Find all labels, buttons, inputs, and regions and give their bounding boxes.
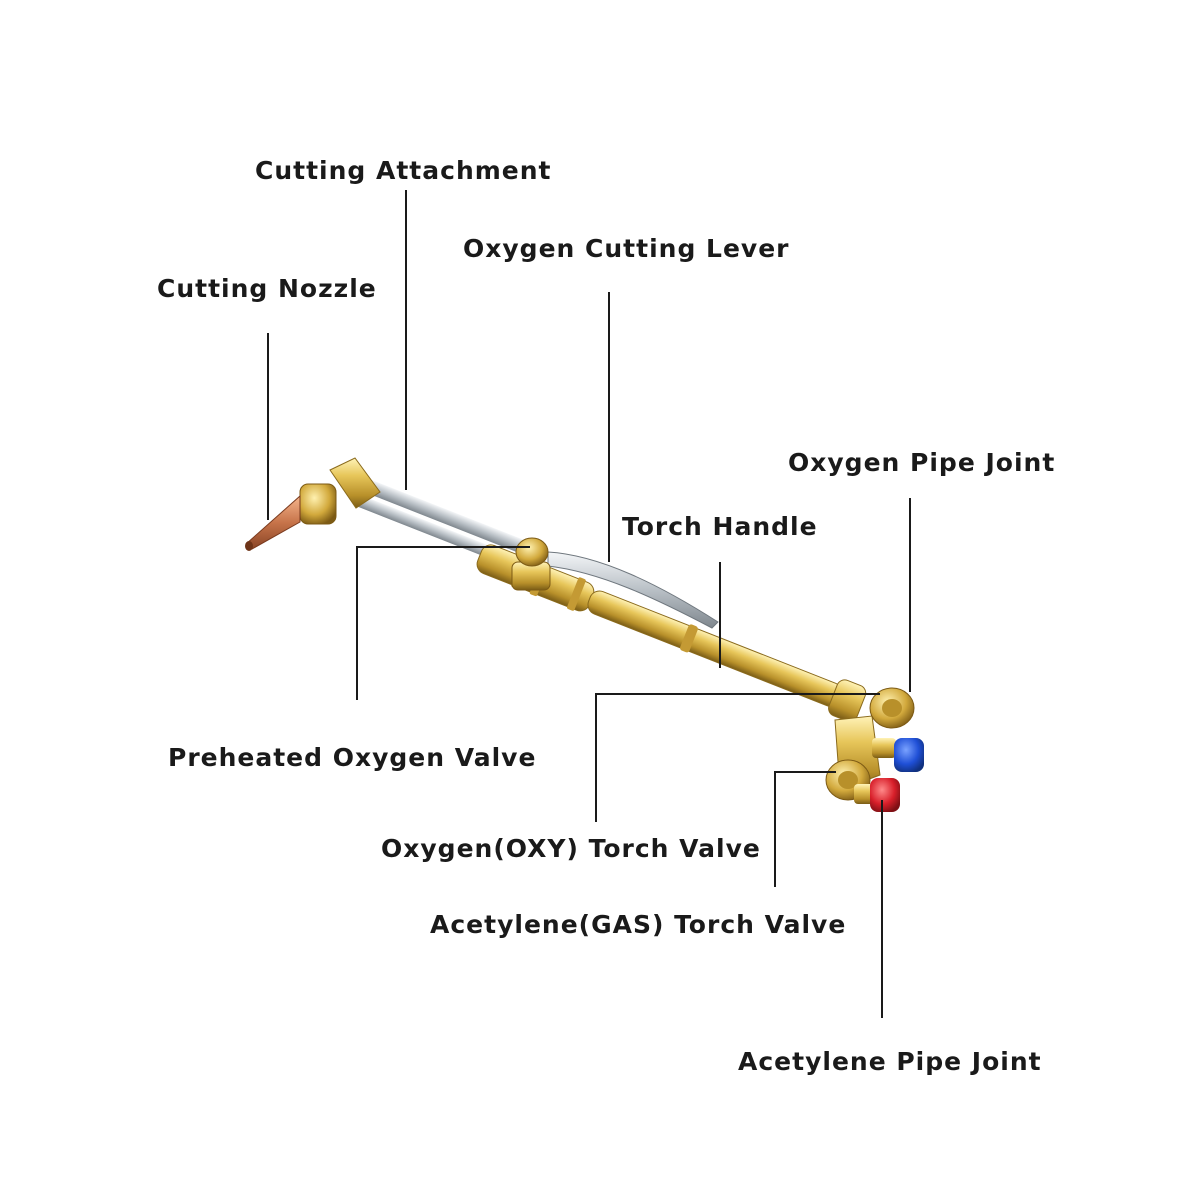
leader-oxygen-torch-valve bbox=[595, 693, 880, 822]
oxygen-pipe-joint-cap bbox=[872, 738, 924, 772]
label-cutting-attachment: Cutting Attachment bbox=[255, 156, 552, 185]
leader-lines bbox=[267, 190, 911, 1018]
label-oxygen-pipe-joint: Oxygen Pipe Joint bbox=[788, 448, 1056, 477]
oxygen-cutting-lever-shape bbox=[547, 551, 719, 629]
label-oxygen-cutting-lever: Oxygen Cutting Lever bbox=[463, 234, 790, 263]
elbow-head bbox=[299, 457, 381, 525]
label-cutting-nozzle: Cutting Nozzle bbox=[157, 274, 377, 303]
valve-block bbox=[825, 687, 915, 801]
acetylene-pipe-joint-cap bbox=[854, 778, 900, 812]
leader-preheated-oxygen-valve bbox=[356, 546, 530, 700]
label-torch-handle: Torch Handle bbox=[622, 512, 818, 541]
leader-acetylene-torch-valve bbox=[774, 771, 836, 887]
label-acetylene-pipe-joint: Acetylene Pipe Joint bbox=[738, 1047, 1042, 1076]
label-preheated-oxygen-valve: Preheated Oxygen Valve bbox=[168, 743, 537, 772]
label-oxygen-torch-valve: Oxygen(OXY) Torch Valve bbox=[381, 834, 761, 863]
label-acetylene-torch-valve: Acetylene(GAS) Torch Valve bbox=[430, 910, 847, 939]
cutting-nozzle-shape bbox=[245, 494, 301, 551]
preheated-oxygen-valve-knob bbox=[511, 537, 551, 591]
